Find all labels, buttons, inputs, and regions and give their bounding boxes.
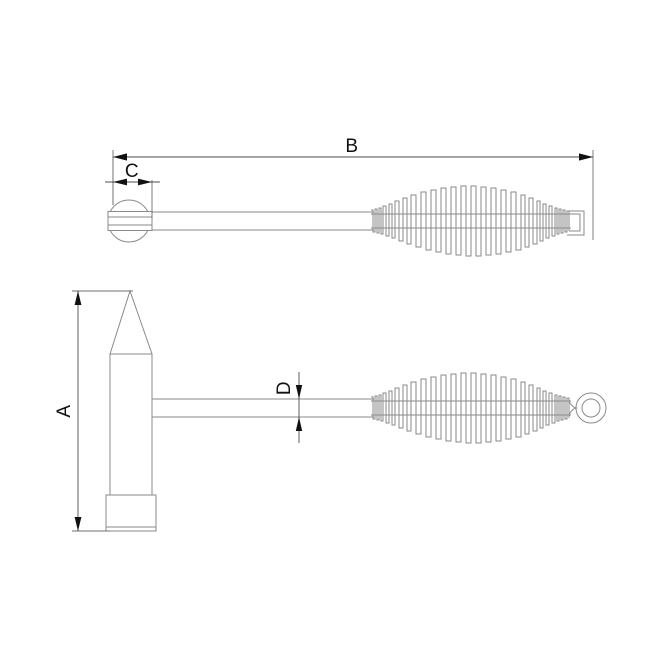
top-view-group: B C: [105, 136, 594, 257]
side-view-group: A D: [54, 289, 607, 532]
top-view-end-hook-inner: [569, 213, 581, 232]
top-view-spring-coils: [371, 185, 571, 257]
dimension-c: C: [105, 157, 160, 218]
dimension-c-label: C: [125, 161, 139, 182]
dimension-a-arrow-top: [74, 291, 82, 305]
dimension-a-label: A: [54, 404, 75, 417]
dimension-b-arrow-right: [579, 153, 593, 161]
dimension-b-arrow-left: [113, 153, 127, 161]
dimension-d: D: [274, 372, 303, 443]
dimension-c-arrow-left: [113, 178, 127, 186]
side-view-spring-coils: [371, 372, 571, 444]
side-view-striking-face: [105, 494, 157, 532]
dimension-d-arrow-bottom: [295, 417, 303, 431]
dimension-d-label: D: [274, 381, 295, 395]
side-view-spring-outline: [371, 372, 570, 444]
side-view-body: [109, 353, 153, 496]
top-view-end-hook: [567, 210, 585, 236]
dimension-c-arrow-right: [138, 178, 152, 186]
side-view-eyelet-neck: [568, 398, 578, 418]
side-view-eyelet-inner: [581, 398, 601, 418]
dimension-a-arrow-bottom: [74, 517, 82, 531]
dimension-b-label: B: [345, 136, 358, 157]
dimension-a: A: [54, 290, 133, 532]
top-view-head-band: [107, 211, 153, 231]
dimension-d-arrow-top: [295, 385, 303, 399]
top-view-spring-outline: [371, 185, 570, 257]
side-view-point-tip: [109, 289, 153, 355]
